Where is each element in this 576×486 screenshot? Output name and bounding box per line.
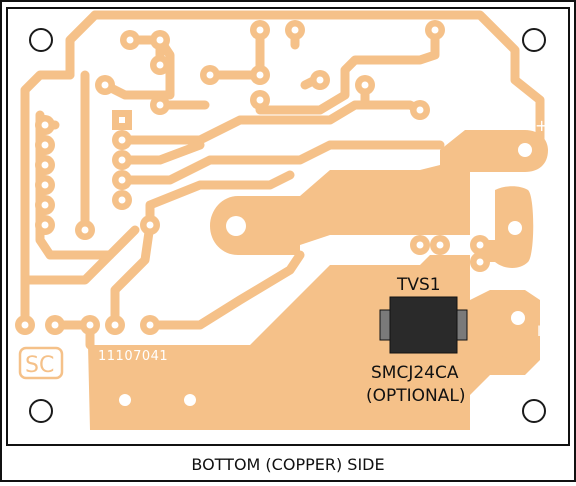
mounting-hole-top-right <box>522 28 546 52</box>
mounting-hole-bottom-right <box>522 399 546 423</box>
in-plus-sign: + <box>541 300 554 319</box>
minus-strip <box>480 186 534 268</box>
in-label: IN <box>537 324 552 340</box>
center-pour <box>210 165 440 255</box>
caption: BOTTOM (COPPER) SIDE <box>191 455 384 474</box>
tvs-optional-note: (OPTIONAL) <box>366 386 466 406</box>
out-plus-pour <box>440 130 548 235</box>
tvs-body <box>389 296 458 354</box>
out-label: OUT <box>497 109 527 125</box>
mounting-hole-bottom-left <box>29 399 53 423</box>
minus-label: – <box>536 227 552 234</box>
logo-box <box>18 346 64 380</box>
drill-holes <box>21 26 532 406</box>
tvs-reference: TVS1 <box>396 275 441 295</box>
board-code: 11107041 <box>98 349 168 364</box>
mounting-hole-top-left <box>29 28 53 52</box>
in-plus-pad <box>500 291 533 359</box>
logo-text: SC <box>25 353 54 378</box>
tvs-part-number: SMCJ24CA <box>371 363 459 383</box>
out-plus-sign: + <box>535 116 548 135</box>
